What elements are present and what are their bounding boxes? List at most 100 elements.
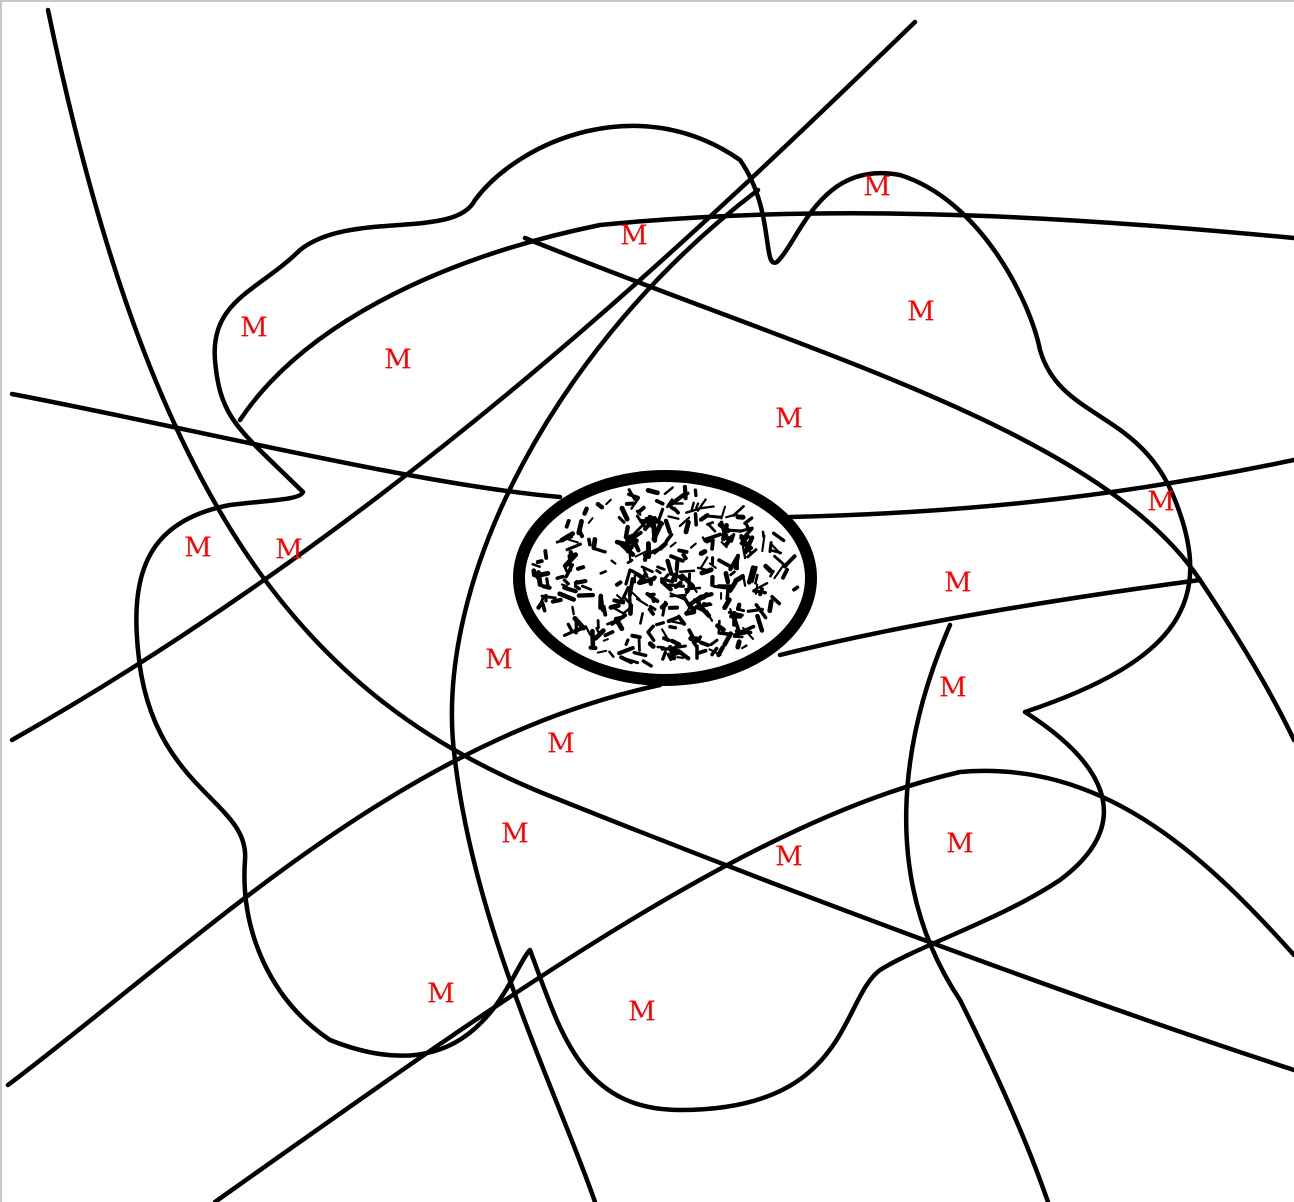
chromatin-strand xyxy=(585,509,587,514)
mitochondrion-label: M xyxy=(240,313,268,344)
mitochondrion-label: M xyxy=(863,172,891,203)
mitochondrion-label: M xyxy=(275,535,303,566)
chromatin-strand xyxy=(730,530,741,531)
mitochondrion-label: M xyxy=(1147,487,1175,518)
chromatin-strand xyxy=(738,609,744,611)
chromatin-strand xyxy=(736,577,743,581)
chromatin-strand xyxy=(719,633,730,634)
mitochondrion-label: M xyxy=(628,997,656,1028)
chromatin-strand xyxy=(686,522,688,532)
mitochondrion-label: M xyxy=(427,979,455,1010)
chromatin-strand xyxy=(664,638,668,640)
chromatin-strand xyxy=(699,651,706,653)
chromatin-strand xyxy=(695,490,696,495)
chromatin-strand xyxy=(687,612,694,614)
chromatin-strand xyxy=(657,623,664,625)
chromatin-strand xyxy=(686,588,700,590)
chromatin-strand xyxy=(576,586,580,588)
chromatin-strand xyxy=(698,637,700,642)
mitochondrion-label: M xyxy=(384,345,412,376)
chromatin-strand xyxy=(668,654,671,659)
chromatin-strand xyxy=(562,585,567,587)
chromatin-strand xyxy=(626,640,628,644)
chromatin-strand xyxy=(539,603,542,608)
chromatin-strand xyxy=(579,595,593,596)
chromatin-strand xyxy=(714,586,728,588)
chromatin-strand xyxy=(542,573,548,574)
chromatin-strand xyxy=(705,516,720,517)
fibre-lower-right-to-nucleus xyxy=(780,580,1200,655)
chromatin-strand xyxy=(545,551,546,558)
chromatin-strand xyxy=(601,571,606,573)
chromatin-strand xyxy=(701,552,705,554)
chromatin-strand xyxy=(676,572,677,581)
chromatin-strand xyxy=(543,605,545,611)
chromatin-strand xyxy=(580,531,582,536)
chromatin-strand xyxy=(604,607,606,615)
fibre-vertical-center xyxy=(452,190,758,1202)
chromatin-strand xyxy=(578,567,583,569)
mitochondrion-label: M xyxy=(944,568,972,599)
chromatin-strand xyxy=(718,626,724,630)
chromatin-strand xyxy=(604,639,608,641)
chromatin-strand xyxy=(650,580,651,584)
chromatin-strand xyxy=(617,582,620,584)
chromatin-strand xyxy=(598,504,602,507)
mitochondrion-label: M xyxy=(501,819,529,850)
chromatin-strand xyxy=(594,539,595,547)
chromatin-strand xyxy=(712,540,713,549)
chromatin-strand xyxy=(541,598,543,602)
chromatin-strand xyxy=(576,581,586,583)
chromatin-strand xyxy=(679,550,687,552)
chromatin-strand xyxy=(701,643,708,645)
chromatin-strand xyxy=(657,571,661,573)
chromatin-strand xyxy=(707,523,712,525)
mitochondrion-label: M xyxy=(907,297,935,328)
fibre-horizontal-left xyxy=(12,394,560,497)
chromatin-strand xyxy=(676,583,681,587)
chromatin-strand xyxy=(684,555,686,558)
fibre-bottom-arc xyxy=(215,771,1294,1202)
mitochondrion-label: M xyxy=(620,221,648,252)
chromatin-strand xyxy=(696,504,698,508)
mitochondrion-label: M xyxy=(547,729,575,760)
chromatin-strand xyxy=(770,602,772,611)
mitochondrion-label: M xyxy=(775,404,803,435)
chromatin-strand xyxy=(794,587,798,589)
chromatin-strand xyxy=(630,597,631,613)
chromatin-strand xyxy=(648,490,657,493)
chromatin-strand xyxy=(657,501,663,504)
chromatin-strand xyxy=(573,607,574,614)
chromatin-strand xyxy=(677,657,683,658)
mitochondrion-label: M xyxy=(939,673,967,704)
chromatin-strand xyxy=(650,644,653,647)
chromatin-strand xyxy=(677,561,678,569)
chromatin-strand xyxy=(680,571,694,572)
nucleus xyxy=(513,470,817,686)
chromatin-strand xyxy=(696,514,697,525)
chromatin-strand xyxy=(547,579,548,588)
chromatin-strand xyxy=(736,556,738,568)
mitochondrion-label: M xyxy=(184,533,212,564)
chromatin-strand xyxy=(726,573,728,582)
chromatin-strand xyxy=(760,589,762,594)
chromatin-strand xyxy=(738,642,739,647)
chromatin-strand xyxy=(567,521,569,527)
chromatin-strand xyxy=(557,577,563,579)
mitochondrion-label: M xyxy=(946,829,974,860)
chromatin-strand xyxy=(589,539,590,544)
chromatin-strand xyxy=(670,627,675,628)
chromatin-strand xyxy=(650,609,653,614)
chromatin-strand xyxy=(689,574,690,590)
mitochondrion-label: M xyxy=(485,645,513,676)
chromatin-strand xyxy=(663,653,666,660)
mitochondrion-label: M xyxy=(775,842,803,873)
chromatin-strand xyxy=(592,631,593,644)
chromatin-strand xyxy=(632,636,639,638)
fibre-right-to-nucleus xyxy=(790,460,1294,517)
chromatin-strand xyxy=(553,600,561,602)
chromatin-strand xyxy=(702,570,711,573)
chromatin-strand xyxy=(538,561,542,562)
